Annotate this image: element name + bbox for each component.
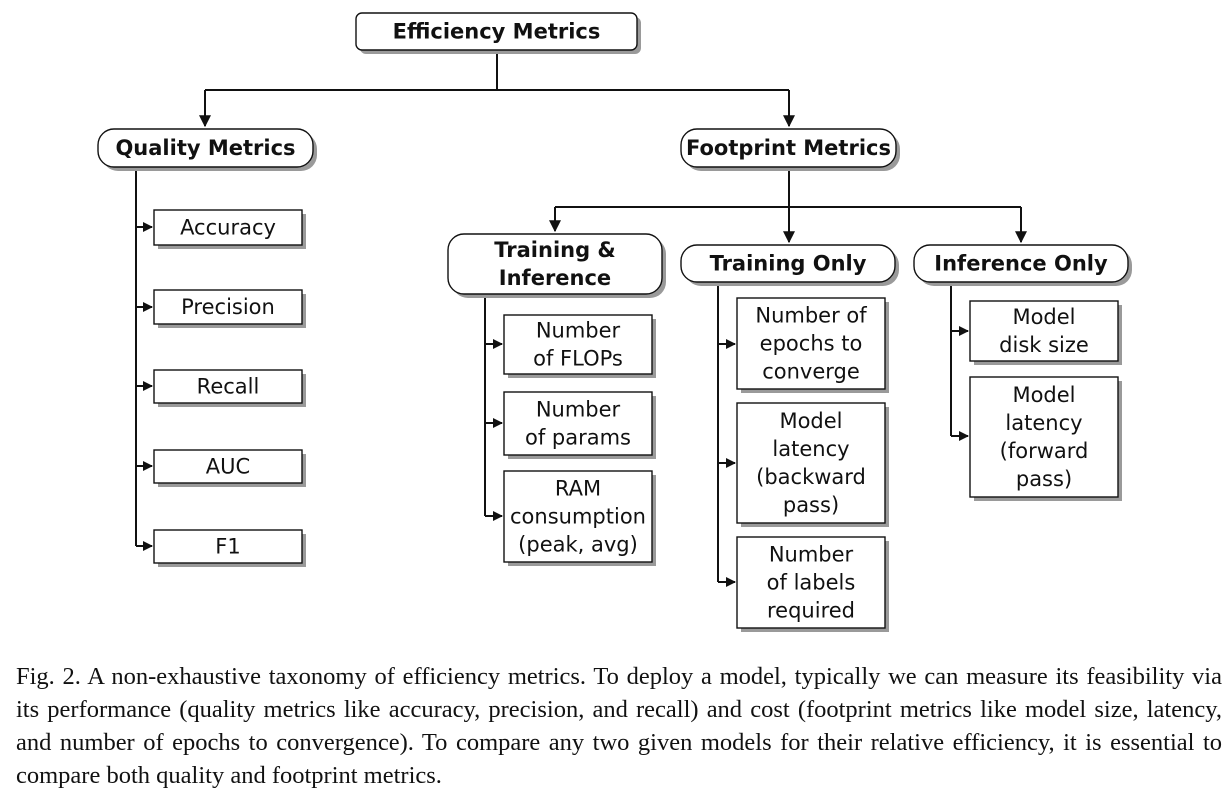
node-inference-only-box [913, 244, 1129, 283]
leaf-number-of-labels-box [736, 536, 886, 629]
leaf-model-latency-backward-label-line-2: latency [772, 437, 849, 461]
root-node-efficiency-metrics: Efficiency Metrics [355, 12, 641, 54]
node-quality-metrics: Quality Metrics [97, 128, 317, 171]
leaf-number-of-flops-label-line-1: Number [536, 319, 621, 343]
leaf-number-of-flops-label-line-2: of FLOPs [533, 346, 623, 370]
leaf-number-of-labels-label-line-2: of labels [767, 571, 856, 595]
leaf-ram-consumption-label-line-2: consumption [510, 505, 646, 529]
leaf-number-of-epochs: Number of epochs to converge [736, 297, 889, 393]
leaf-number-of-labels: Number of labels required [736, 536, 889, 632]
leaf-number-of-params-label-line-2: of params [525, 425, 631, 449]
leaf-model-latency-backward-box [736, 402, 886, 524]
leaf-number-of-labels-label-line-3: required [767, 598, 855, 622]
leaf-f1: F1 [153, 529, 306, 567]
leaf-ram-consumption-box [503, 470, 653, 563]
leaf-model-latency-backward-label-line-1: Model [779, 409, 842, 433]
leaf-auc-box [153, 449, 303, 484]
leaf-accuracy-box [153, 209, 303, 246]
node-training-and-inference-label-line-1: Training & [494, 238, 616, 262]
leaf-recall: Recall [153, 369, 306, 407]
leaf-precision-box [153, 289, 303, 325]
leaf-auc: AUC [153, 449, 306, 487]
leaf-number-of-flops-box [503, 314, 653, 375]
node-inference-only-label-line-1: Inference Only [934, 252, 1108, 276]
leaf-model-disk-size-label-line-1: Model [1012, 305, 1075, 329]
leaf-number-of-flops: Number of FLOPs [503, 314, 656, 378]
edges [135, 50, 1027, 587]
leaf-model-disk-size: Model disk size [969, 300, 1122, 365]
node-inference-only: Inference Only [913, 244, 1132, 286]
leaf-number-of-epochs-label-line-1: Number of [755, 304, 867, 328]
figure-caption: Fig. 2. A non-exhaustive taxonomy of eff… [16, 663, 1222, 789]
leaf-ram-consumption-label-line-1: RAM [555, 477, 601, 501]
leaf-precision-label-line-1: Precision [181, 295, 275, 319]
leaf-model-latency-backward-label-line-3: (backward [756, 465, 866, 489]
leaf-ram-consumption-label-line-3: (peak, avg) [518, 532, 638, 556]
root-node-efficiency-metrics-label-line-1: Efficiency Metrics [393, 20, 601, 44]
leaf-number-of-epochs-label-line-3: converge [762, 359, 860, 383]
leaf-model-latency-forward-box [969, 376, 1119, 498]
node-training-only-box [680, 244, 896, 283]
leaf-number-of-epochs-label-line-2: epochs to [760, 332, 863, 356]
leaf-number-of-params-label-line-1: Number [536, 398, 621, 422]
leaf-model-latency-forward: Model latency (forward pass) [969, 376, 1122, 501]
node-training-and-inference-label-line-2: Inference [499, 266, 611, 290]
node-training-and-inference: Training & Inference [447, 233, 666, 298]
node-training-only: Training Only [680, 244, 899, 286]
leaf-number-of-params-box [503, 391, 653, 456]
leaf-accuracy-label-line-1: Accuracy [180, 216, 276, 240]
node-training-and-inference-box [447, 233, 663, 295]
leaf-model-disk-size-label-line-2: disk size [999, 333, 1089, 357]
leaf-model-latency-forward-label-line-1: Model [1012, 383, 1075, 407]
leaf-model-latency-backward: Model latency (backward pass) [736, 402, 889, 527]
leaf-number-of-params: Number of params [503, 391, 656, 459]
node-footprint-metrics: Footprint Metrics [680, 128, 900, 171]
node-quality-metrics-box [97, 128, 314, 168]
node-quality-metrics-label-line-1: Quality Metrics [115, 136, 295, 160]
node-footprint-metrics-box [680, 128, 897, 168]
leaf-recall-box [153, 369, 303, 404]
leaf-number-of-labels-label-line-1: Number [769, 543, 854, 567]
node-footprint-metrics-label-line-1: Footprint Metrics [686, 136, 891, 160]
leaf-model-latency-forward-label-line-4: pass) [1016, 467, 1072, 491]
leaf-model-latency-forward-label-line-3: (forward [1000, 439, 1089, 463]
root-node-efficiency-metrics-box [355, 12, 638, 51]
node-training-only-label-line-1: Training Only [710, 252, 867, 276]
leaf-model-latency-forward-label-line-2: latency [1005, 411, 1082, 435]
leaf-accuracy: Accuracy [153, 209, 306, 249]
leaf-f1-label-line-1: F1 [215, 535, 240, 559]
leaf-ram-consumption: RAM consumption (peak, avg) [503, 470, 656, 566]
leaf-model-latency-backward-label-line-4: pass) [783, 493, 839, 517]
leaf-model-disk-size-box [969, 300, 1119, 362]
leaf-number-of-epochs-box [736, 297, 886, 390]
leaf-auc-label-line-1: AUC [206, 455, 250, 479]
leaf-recall-label-line-1: Recall [197, 375, 260, 399]
leaf-precision: Precision [153, 289, 306, 328]
leaf-f1-box [153, 529, 303, 564]
